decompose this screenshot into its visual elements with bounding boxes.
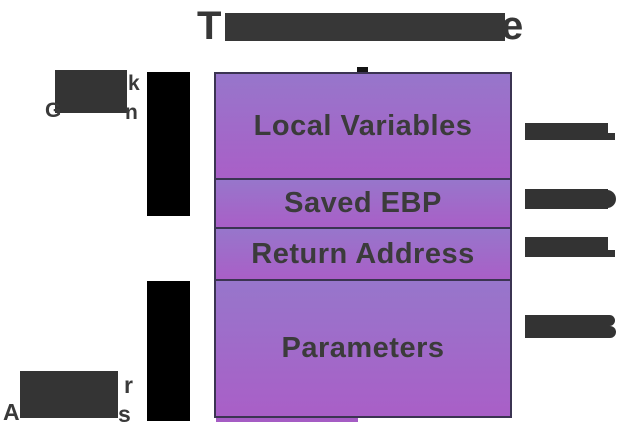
title-redaction-box bbox=[225, 13, 505, 41]
stack-growth-label-fragment: n bbox=[125, 101, 138, 124]
address-label-saved-ebp-redacted bbox=[525, 189, 616, 209]
stack-frame-local-variables: Local Variables bbox=[216, 74, 510, 178]
diagram-title-visible-suffix: e bbox=[501, 4, 524, 48]
frame-label: Saved EBP bbox=[284, 187, 442, 219]
diagram-title-visible-prefix: T bbox=[197, 4, 222, 48]
higher-addresses-label-fragment: r bbox=[124, 372, 133, 398]
address-label-return-address-redacted bbox=[525, 237, 615, 257]
stack-top-pointer-redacted bbox=[357, 67, 368, 73]
frame-label: Local Variables bbox=[253, 109, 473, 142]
stack-frame-parameters: Parameters bbox=[216, 279, 510, 416]
stack-growth-redaction-box bbox=[55, 70, 127, 113]
stack-frame-return-address: Return Address bbox=[216, 227, 510, 279]
higher-addresses-label-fragment: s bbox=[118, 401, 131, 427]
stack-growth-label-fragment: G bbox=[45, 99, 62, 122]
higher-addresses-redaction-box bbox=[20, 371, 118, 418]
frame-label: Return Address bbox=[251, 237, 475, 270]
frame-label: Parameters bbox=[281, 332, 445, 364]
stack-frame-saved-ebp: Saved EBP bbox=[216, 178, 510, 227]
higher-addresses-arrow-redacted bbox=[147, 281, 190, 421]
address-label-parameters-redacted bbox=[525, 315, 616, 338]
address-label-local-variables-redacted bbox=[525, 123, 615, 140]
stack-growth-label-fragment: k bbox=[128, 72, 140, 95]
stack-bottom-overhang bbox=[216, 418, 358, 422]
stack-frame-box: Local Variables Saved EBP Return Address… bbox=[214, 72, 512, 418]
higher-addresses-label-fragment: A bbox=[3, 399, 20, 425]
stack-growth-arrow-redacted bbox=[147, 72, 190, 216]
